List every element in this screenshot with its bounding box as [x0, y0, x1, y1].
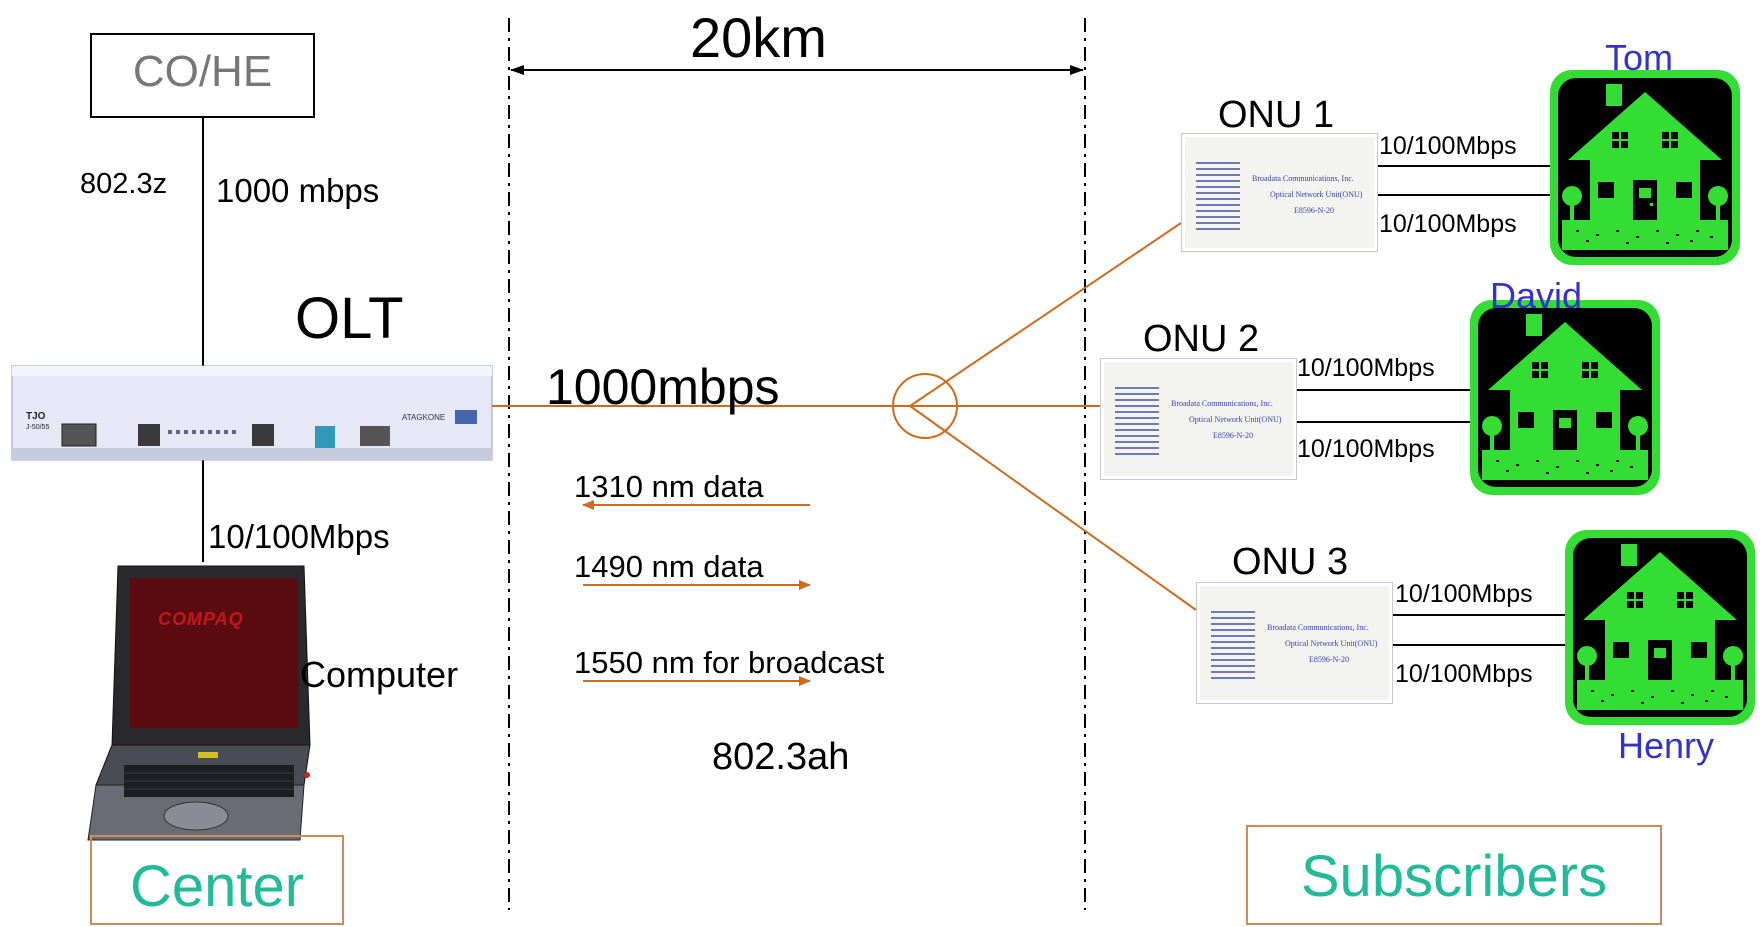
computer-laptop-image [87, 565, 311, 841]
computer-brand-label: COMPAQ [158, 609, 244, 629]
computer-label: Computer [300, 654, 459, 695]
co-he-label: CO/HE [132, 47, 273, 96]
olt-panel-logo: ATAGKONE [402, 413, 446, 422]
onu3-link-top-label: 10/100Mbps [1395, 580, 1533, 608]
center-region-label: Center [129, 854, 305, 919]
wavelength-1550-label: 1550 nm for broadcast [574, 645, 885, 680]
olt-label: OLT [295, 286, 404, 351]
onu3-screen-line2: Optical Network Unit(ONU) [1285, 639, 1378, 648]
onu2-screen-line1: Broadata Communications, Inc. [1171, 399, 1273, 408]
co-he-box [90, 33, 315, 118]
center-region-box [90, 835, 344, 925]
subscriber-tom-label: Tom [1605, 37, 1674, 78]
onu2-link-bottom-label: 10/100Mbps [1297, 435, 1435, 463]
trunk-speed-label: 1000mbps [546, 359, 780, 415]
olt-panel-model: J-50/55 [26, 424, 50, 431]
onu1-label: ONU 1 [1218, 94, 1335, 136]
uplink-standard-label: 802.3z [80, 168, 168, 200]
fiber-onu1 [909, 222, 1182, 407]
house-henry-icon [1565, 530, 1755, 725]
subscribers-region-box [1246, 825, 1662, 925]
onu3-device-image: Broadata Communications, Inc. Optical Ne… [1196, 582, 1393, 704]
onu1-screen-line2: Optical Network Unit(ONU) [1270, 190, 1363, 199]
onu3-screen-line3: E8596-N-20 [1309, 655, 1349, 664]
onu1-screen-line1: Broadata Communications, Inc. [1252, 174, 1354, 183]
computer-speed-label: 10/100Mbps [208, 518, 390, 555]
onu3-link-bottom-label: 10/100Mbps [1395, 660, 1533, 688]
onu3-screen-line1: Broadata Communications, Inc. [1267, 623, 1369, 632]
olt-device [11, 365, 493, 461]
house-david-icon [1470, 300, 1660, 495]
onu1-device-image: Broadata Communications, Inc. Optical Ne… [1181, 133, 1378, 252]
onu2-device-image: Broadata Communications, Inc. Optical Ne… [1100, 358, 1297, 480]
onu2-link-top-label: 10/100Mbps [1297, 354, 1435, 382]
subscribers-region-label: Subscribers [1300, 844, 1608, 909]
olt-panel-brand: TJO [26, 411, 46, 422]
fiber-onu3 [909, 405, 1197, 611]
subscriber-david-label: David [1490, 275, 1583, 316]
uplink-speed-label: 1000 mbps [216, 172, 380, 209]
onu2-screen-line2: Optical Network Unit(ONU) [1189, 415, 1282, 424]
subscriber-henry-label: Henry [1618, 725, 1715, 766]
onu1-link-top-label: 10/100Mbps [1379, 132, 1517, 160]
onu1-screen-line3: E8596-N-20 [1294, 206, 1334, 215]
standard-label: 802.3ah [712, 736, 850, 778]
house-tom-icon [1550, 70, 1740, 265]
onu3-label: ONU 3 [1232, 541, 1349, 583]
onu1-link-bottom-label: 10/100Mbps [1379, 210, 1517, 238]
distance-label: 20km [690, 6, 827, 69]
onu2-screen-line3: E8596-N-20 [1213, 431, 1253, 440]
wavelength-1490-label: 1490 nm data [574, 549, 764, 584]
wavelength-1310-label: 1310 nm data [574, 469, 764, 504]
onu2-label: ONU 2 [1143, 318, 1260, 360]
